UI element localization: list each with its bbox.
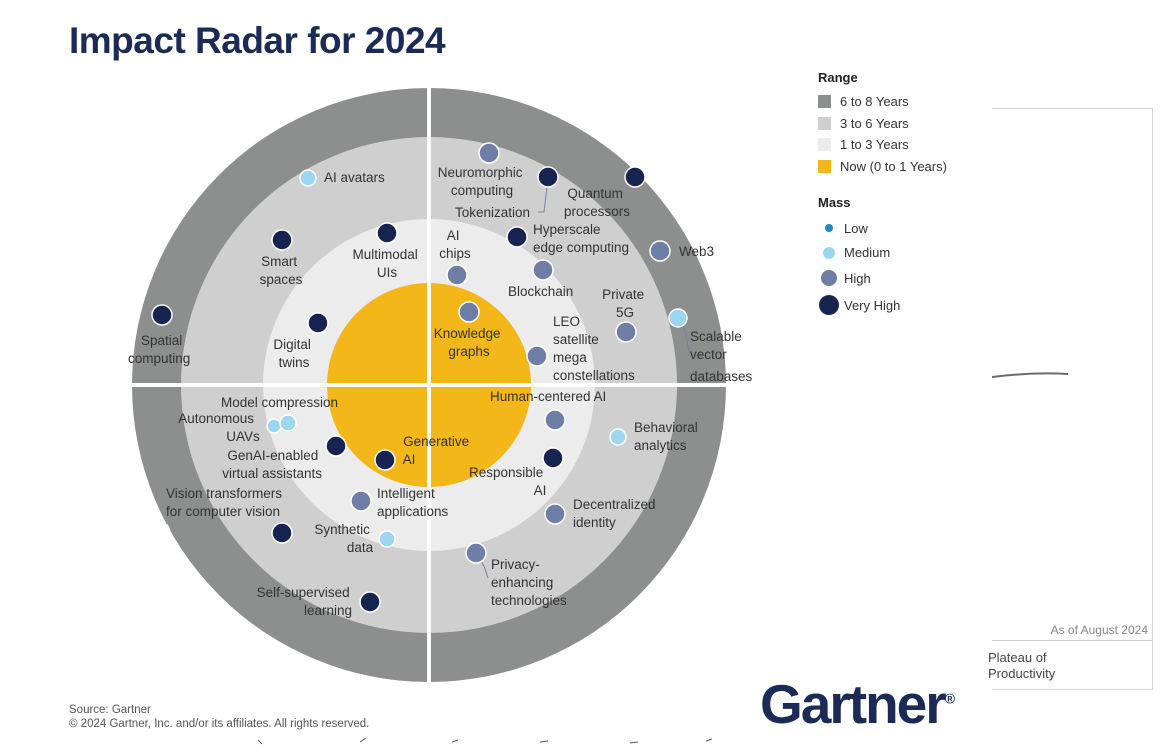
legend-mass-medium: Medium xyxy=(818,240,988,265)
marker-generative-ai xyxy=(374,449,396,471)
panel-separator xyxy=(992,640,1152,641)
label-tokenization: Tokenization xyxy=(455,205,530,220)
legend-range-now: Now (0 to 1 Years) xyxy=(818,156,988,178)
mass-very-high-dot xyxy=(819,295,839,315)
legend-mass-title: Mass xyxy=(818,195,851,210)
cropped-bottom-curve xyxy=(257,737,713,745)
page-title: Impact Radar for 2024 xyxy=(69,20,446,61)
label-multimodal-uis: Multimodal UIs xyxy=(352,247,421,280)
copyright-line: © 2024 Gartner, Inc. and/or its affiliat… xyxy=(69,718,370,730)
label-behavioral-analytics: Behavioral analytics xyxy=(634,420,702,453)
marker-web3 xyxy=(649,240,671,262)
label-blockchain: Blockchain xyxy=(508,284,573,299)
marker-ai-avatars xyxy=(299,169,317,187)
marker-ai-chips xyxy=(446,264,468,286)
label-private-5g: Private 5G xyxy=(602,287,648,320)
background-hype-cycle-panel: As of August 2024 Plateau of Productivit… xyxy=(988,0,1160,754)
swatch-1-3 xyxy=(818,138,831,152)
marker-multimodal-uis xyxy=(376,222,398,244)
legend-range-1-3: 1 to 3 Years xyxy=(818,134,988,156)
label-autonomous-uavs: Autonomous UAVs xyxy=(178,411,260,444)
swatch-3-6 xyxy=(818,116,831,130)
label-vision-transformers: Vision transformers for computer vision xyxy=(166,486,286,519)
marker-digital-twins xyxy=(307,312,329,334)
legend-range-title: Range xyxy=(818,70,858,85)
legend-mass-high: High xyxy=(818,265,988,291)
marker-neuromorphic-computing xyxy=(478,142,500,164)
label-synthetic-data: Synthetic data xyxy=(314,522,373,555)
legend: Range 6 to 8 Years 3 to 6 Years 1 to 3 Y… xyxy=(818,70,988,319)
label-intelligent-applications: Intelligent applications xyxy=(377,486,449,519)
marker-human-centered-ai xyxy=(544,409,566,431)
marker-vision-transformers xyxy=(271,522,293,544)
as-of-date: As of August 2024 xyxy=(1050,623,1148,637)
mass-low-dot xyxy=(825,224,833,232)
swatch-now xyxy=(818,159,831,173)
label-quantum-processors: Quantum processors xyxy=(564,186,630,219)
panel-frame xyxy=(992,108,1153,690)
label-self-supervised-learning: Self-supervised learning xyxy=(257,585,354,618)
legend-range-6-8: 6 to 8 Years xyxy=(818,91,988,113)
label-generative-ai: Generative AI xyxy=(403,434,473,467)
label-model-compression: Model compression xyxy=(221,395,338,410)
marker-behavioral-analytics xyxy=(609,428,627,446)
marker-privacy-enhancing-technologies xyxy=(465,542,487,564)
marker-model-compression xyxy=(279,414,297,432)
legend-mass-low: Low xyxy=(818,216,988,240)
impact-radar-diagram: Smart World Critical Enablers Productivi… xyxy=(128,86,753,684)
marker-spatial-computing xyxy=(151,304,173,326)
plateau-of-productivity-label: Plateau of Productivity xyxy=(988,650,1056,681)
marker-genai-virtual-assistants xyxy=(325,435,347,457)
hype-curve-fragment xyxy=(992,372,1069,378)
horizontal-divider xyxy=(130,383,728,387)
label-human-centered-ai: Human-centered AI xyxy=(490,389,606,404)
mass-high-dot xyxy=(821,270,837,286)
swatch-6-8 xyxy=(818,95,831,109)
label-leo-satellite-mega-constellations: LEO satellite mega constellations xyxy=(553,314,635,383)
source-line: Source: Gartner xyxy=(69,704,151,716)
source-note: Source: Gartner © 2024 Gartner, Inc. and… xyxy=(69,703,369,731)
label-spatial-computing: Spatial computing xyxy=(128,333,190,366)
label-genai-virtual-assistants: GenAI-enabled virtual assistants xyxy=(222,448,322,481)
marker-quantum-processors xyxy=(624,166,646,188)
mass-medium-dot xyxy=(823,246,835,259)
marker-tokenization xyxy=(537,166,559,188)
label-neuromorphic-computing: Neuromorphic computing xyxy=(438,165,527,198)
marker-blockchain xyxy=(532,259,554,281)
label-scalable-vector-databases: Scalable vector databases xyxy=(690,329,753,384)
marker-responsible-ai xyxy=(542,447,564,469)
label-knowledge-graphs: Knowledge graphs xyxy=(434,326,505,359)
gartner-logo: Gartner® xyxy=(760,673,956,735)
marker-scalable-vector-databases xyxy=(668,308,688,328)
label-smart-spaces: Smart spaces xyxy=(260,254,303,287)
marker-intelligent-applications xyxy=(350,490,372,512)
label-responsible-ai: Responsible AI xyxy=(469,465,547,498)
marker-self-supervised-learning xyxy=(359,591,381,613)
label-privacy-enhancing-technologies: Privacy- enhancing technologies xyxy=(491,557,567,608)
marker-decentralized-identity xyxy=(544,503,566,525)
marker-private-5g xyxy=(615,321,637,343)
label-hyperscale-edge-computing: Hyperscale edge computing xyxy=(533,222,629,255)
marker-leo-satellite-mega-constellations xyxy=(526,345,548,367)
legend-mass-very-high: Very High xyxy=(818,291,988,319)
marker-synthetic-data xyxy=(378,530,396,548)
label-web3: Web3 xyxy=(679,244,714,259)
marker-smart-spaces xyxy=(271,229,293,251)
label-ai-avatars: AI avatars xyxy=(324,170,385,185)
marker-autonomous-uavs xyxy=(266,418,282,434)
label-decentralized-identity: Decentralized identity xyxy=(573,497,659,530)
marker-hyperscale-edge-computing xyxy=(506,226,528,248)
label-digital-twins: Digital twins xyxy=(273,337,314,370)
impact-radar-slide: Impact Radar for 2024 Smart World Critic… xyxy=(69,20,988,745)
legend-range-3-6: 3 to 6 Years xyxy=(818,113,988,135)
label-ai-chips: AI chips xyxy=(439,228,471,261)
marker-knowledge-graphs xyxy=(458,301,480,323)
